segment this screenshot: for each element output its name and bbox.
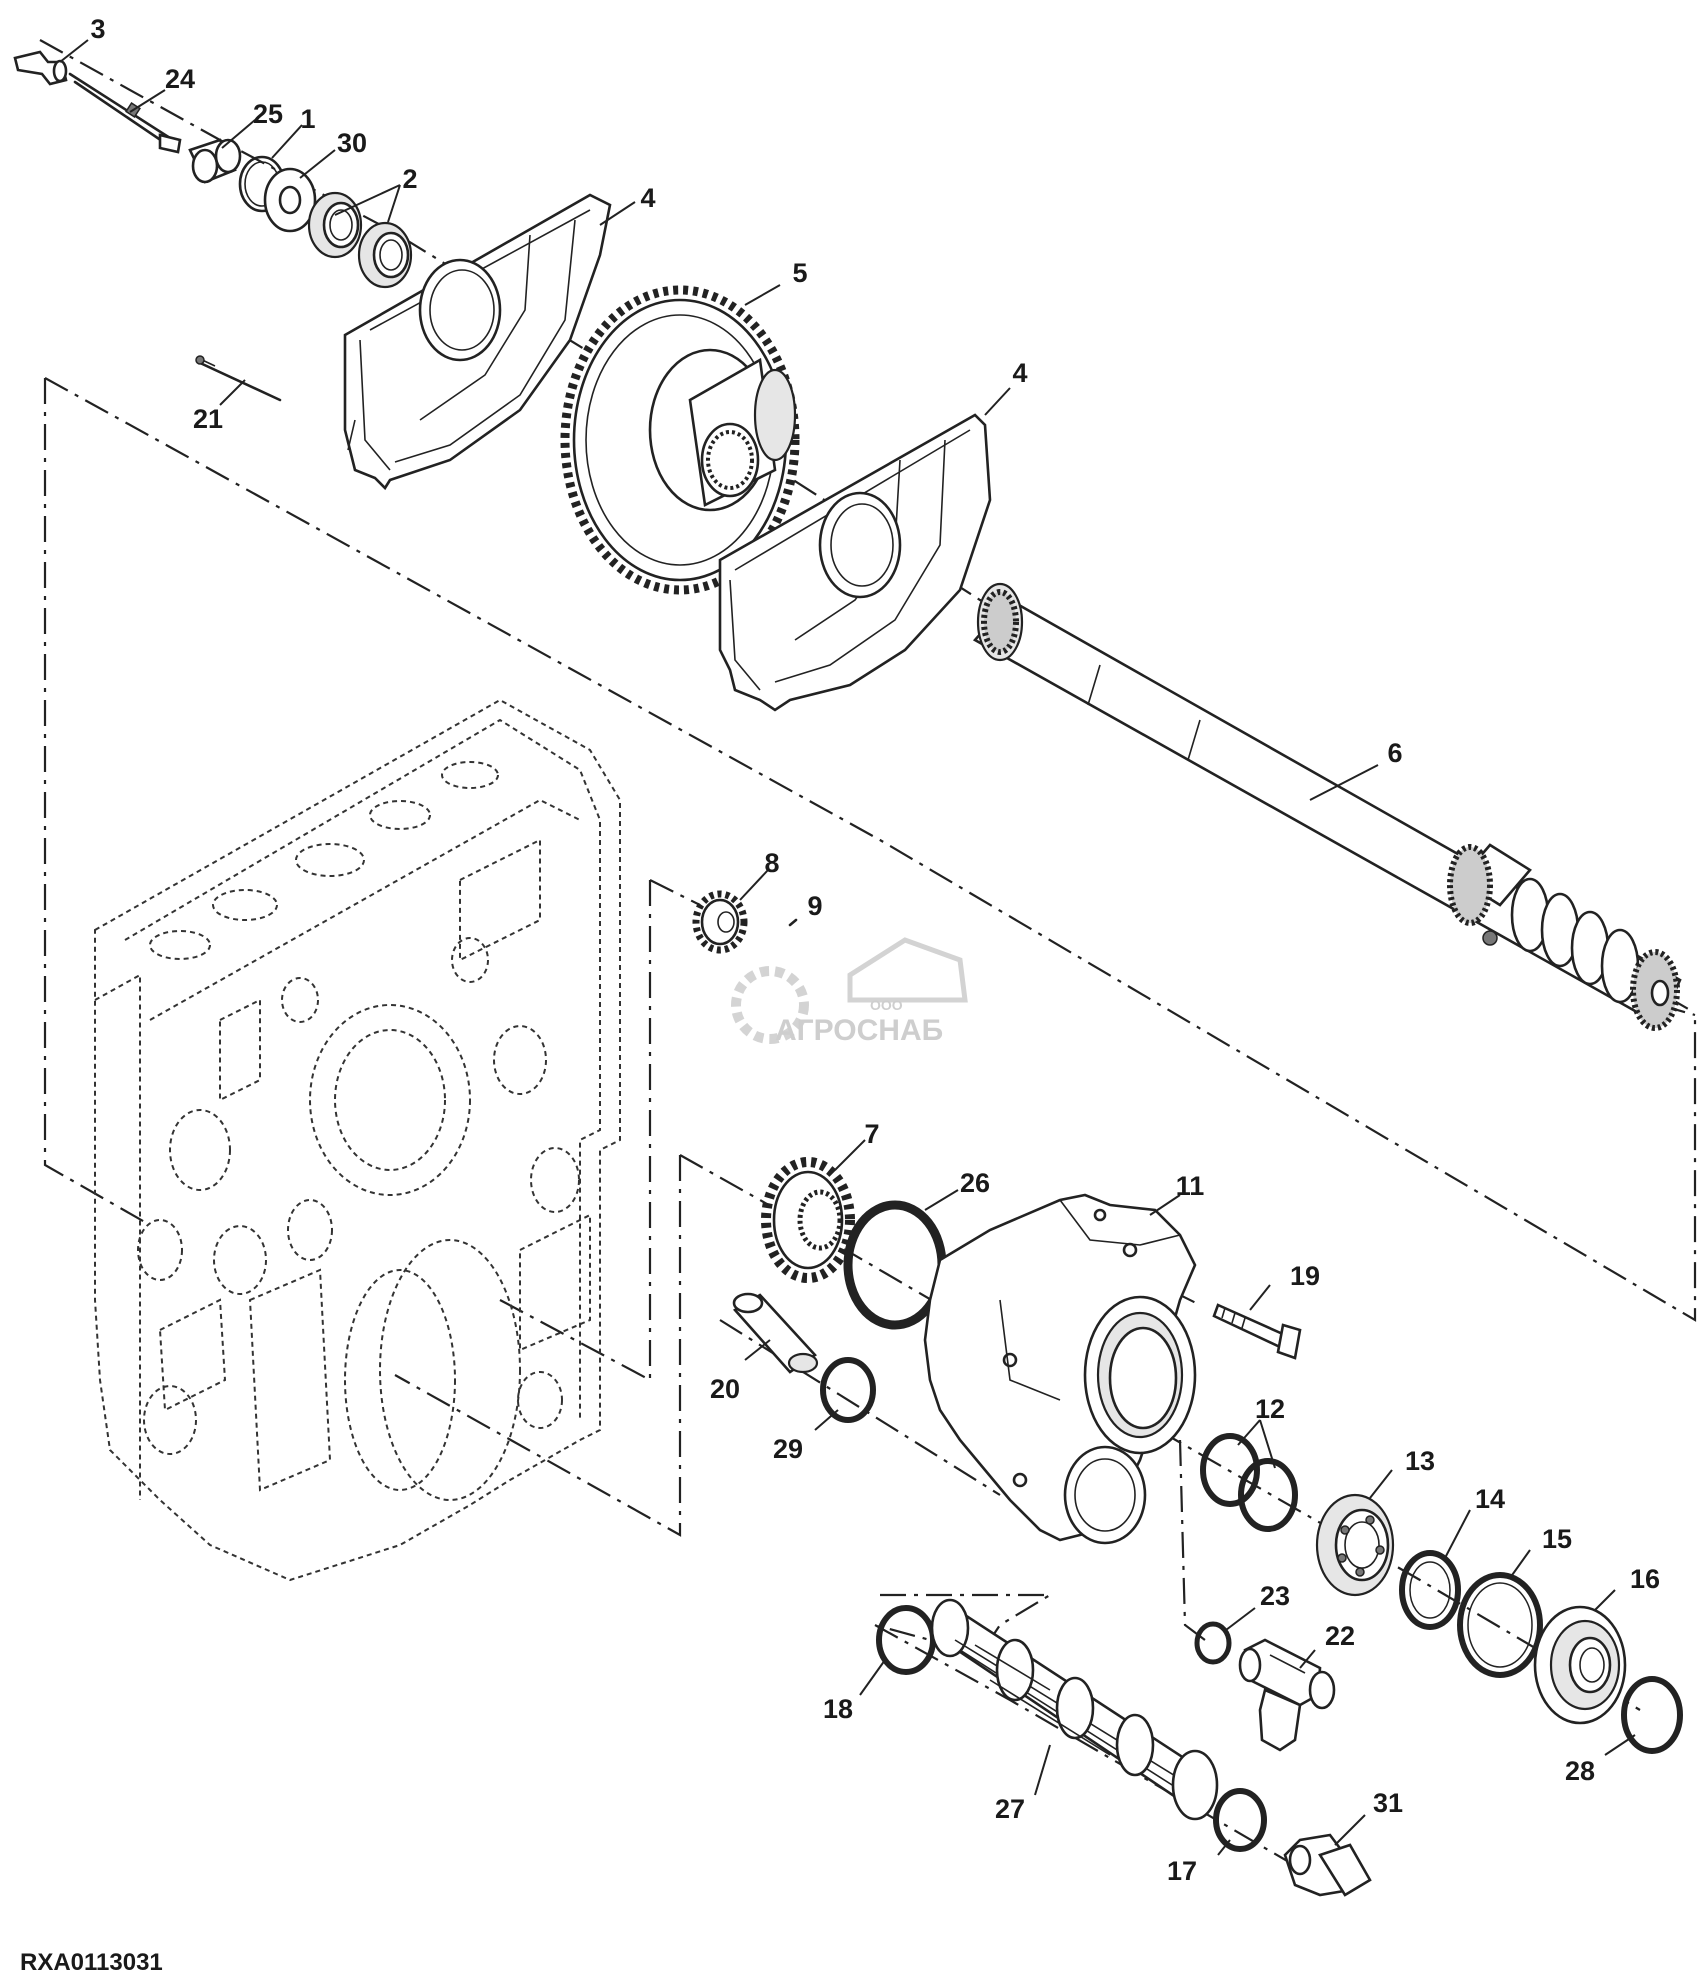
engine-block-phantom [94, 698, 621, 1582]
part-14-snap-ring [1399, 1550, 1461, 1630]
callout-17: 17 [1167, 1856, 1197, 1886]
callout-28: 28 [1565, 1756, 1595, 1786]
part-24-rod [68, 72, 182, 154]
callout-14: 14 [1475, 1484, 1505, 1514]
callout-25: 25 [253, 99, 283, 129]
part-23-o-ring [1194, 1621, 1232, 1665]
part-18-o-ring [876, 1605, 936, 1675]
callout-23: 23 [1260, 1581, 1290, 1611]
callout-12: 12 [1255, 1394, 1285, 1424]
callout-31: 31 [1373, 1788, 1403, 1818]
part-27-filter-screen [930, 1598, 1219, 1821]
part-3-pin [13, 50, 68, 86]
part-21-pin [195, 355, 282, 402]
callout-2: 2 [402, 164, 417, 194]
part-7-gear [761, 1157, 855, 1283]
part-25-bushing [188, 138, 242, 184]
part-13-bearing [1315, 1493, 1395, 1597]
callout-3: 3 [90, 14, 105, 44]
part-28-snap-ring [1621, 1676, 1683, 1754]
callout-6: 6 [1387, 738, 1402, 768]
figure-code: RXA0113031 [20, 1949, 163, 1976]
part-11-housing [923, 1193, 1197, 1545]
watermark-brand-text: АГРОСНАБ [775, 1014, 943, 1047]
callout-8: 8 [764, 848, 779, 878]
callout-labels: 3 24 25 1 30 2 4 5 4 21 6 8 9 7 26 11 19… [90, 14, 1660, 1886]
callout-29: 29 [773, 1434, 803, 1464]
callout-24: 24 [165, 64, 195, 94]
callout-19: 19 [1290, 1261, 1320, 1291]
callout-22: 22 [1325, 1621, 1355, 1651]
callout-13: 13 [1405, 1446, 1435, 1476]
callout-15: 15 [1542, 1524, 1572, 1554]
callout-9: 9 [807, 891, 822, 921]
callout-1: 1 [300, 104, 315, 134]
callout-11: 11 [1176, 1171, 1205, 1201]
part-30-washer [263, 167, 317, 233]
callout-30: 30 [337, 128, 367, 158]
callout-5: 5 [792, 258, 807, 288]
callout-20: 20 [710, 1374, 740, 1404]
part-31-plug [1283, 1833, 1372, 1897]
callout-4-lower: 4 [1012, 358, 1027, 388]
callout-27: 27 [995, 1794, 1025, 1824]
part-12-rings [1200, 1433, 1298, 1532]
leader-lines [59, 39, 1636, 1856]
callout-7: 7 [864, 1119, 879, 1149]
part-2-bearing-b [357, 221, 413, 289]
callout-26: 26 [960, 1168, 990, 1198]
callout-4-upper: 4 [640, 183, 655, 213]
watermark: ООО АГРОСНАБ [731, 937, 968, 1047]
part-16-seal [1533, 1605, 1627, 1725]
part-5-gear [560, 285, 800, 595]
part-4-upper-shield [343, 193, 612, 491]
part-2-bearing-a [307, 191, 363, 259]
part-8-small-gear [692, 890, 748, 954]
callout-18: 18 [823, 1694, 853, 1724]
part-29-o-ring [820, 1357, 876, 1423]
part-20-sleeve [732, 1292, 819, 1374]
part-9-pin [788, 918, 798, 927]
part-15-snap-ring [1457, 1572, 1543, 1678]
part-4-lower-shield [718, 413, 992, 712]
callout-21: 21 [193, 404, 223, 434]
part-22-fitting [1238, 1638, 1336, 1752]
part-17-o-ring [1213, 1788, 1267, 1852]
callout-16: 16 [1630, 1564, 1660, 1594]
watermark-small-text: ООО [870, 997, 903, 1013]
part-6-shaft [972, 582, 1682, 1031]
part-19-bolt [1212, 1303, 1302, 1360]
